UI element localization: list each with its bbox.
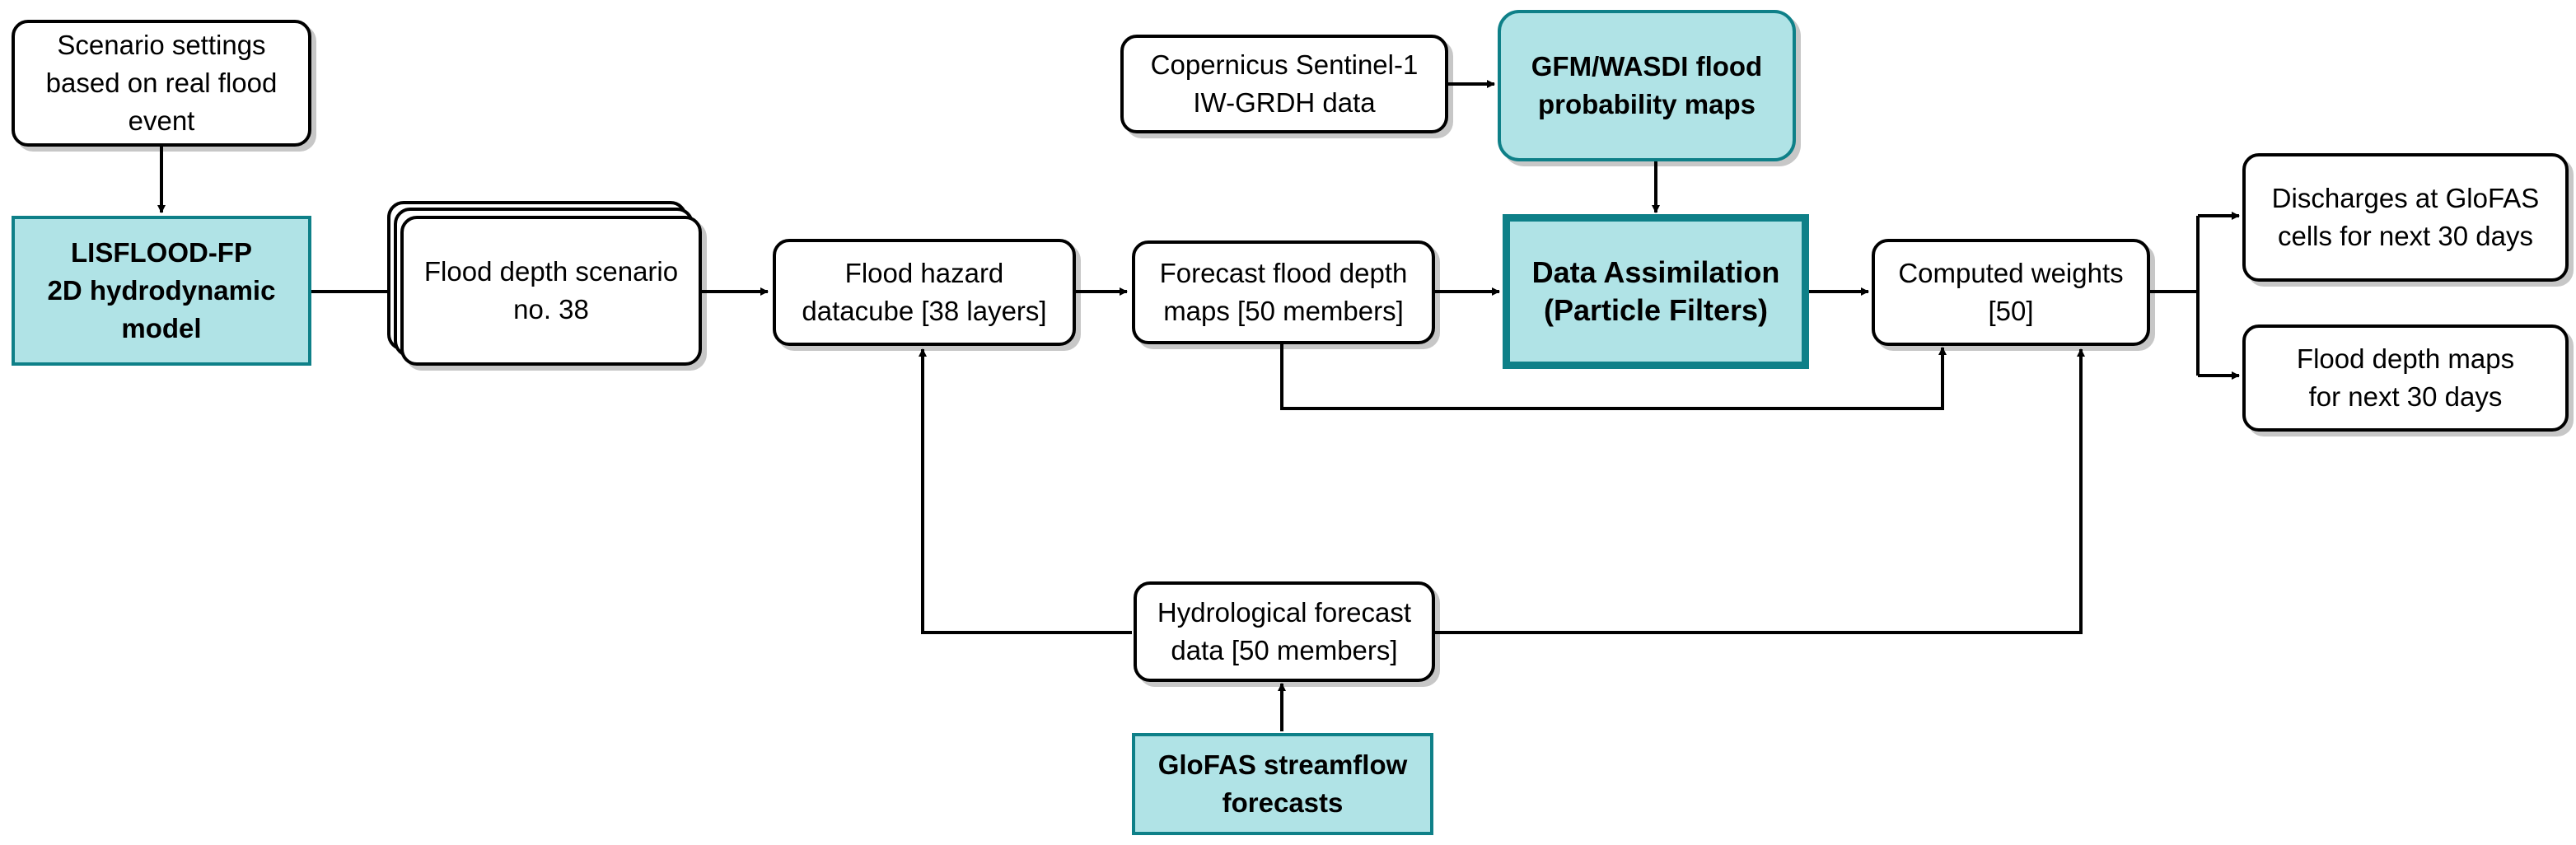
flood-depth-scenario-label: Flood depth scenario no. 38 — [423, 256, 679, 324]
computed-weights-box: Computed weights [50] — [1872, 239, 2150, 346]
forecast-flood-depth-label: Forecast flood depth maps [50 members] — [1159, 258, 1408, 326]
forecast-flood-depth-box: Forecast flood depth maps [50 members] — [1132, 240, 1435, 344]
discharges-box: Discharges at GloFAS cells for next 30 d… — [2242, 153, 2569, 282]
computed-weights-label: Computed weights [50] — [1898, 258, 2124, 326]
edge-hydro-to-weights — [1435, 348, 2085, 634]
hydrological-forecast-box: Hydrological forecast data [50 members] — [1134, 581, 1435, 682]
lisflood-model-box: LISFLOOD-FP 2D hydrodynamic model — [12, 216, 311, 366]
lisflood-model-label: LISFLOOD-FP 2D hydrodynamic model — [47, 237, 276, 343]
gfm-wasdi-box: GFM/WASDI flood probability maps — [1498, 10, 1796, 161]
sentinel-data-box: Copernicus Sentinel-1 IW-GRDH data — [1120, 35, 1448, 133]
flood-depth-maps-label: Flood depth maps for next 30 days — [2296, 343, 2515, 412]
flood-hazard-datacube-label: Flood hazard datacube [38 layers] — [802, 258, 1047, 326]
glofas-streamflow-label: GloFAS streamflow forecasts — [1157, 749, 1408, 818]
scenario-settings-label: Scenario settings based on real flood ev… — [45, 30, 278, 136]
hydrological-forecast-label: Hydrological forecast data [50 members] — [1157, 597, 1412, 665]
flood-depth-maps-box: Flood depth maps for next 30 days — [2242, 324, 2569, 432]
glofas-streamflow-box: GloFAS streamflow forecasts — [1132, 733, 1433, 835]
data-assimilation-box: Data Assimilation (Particle Filters) — [1503, 214, 1809, 369]
edges — [157, 80, 2240, 731]
flood-depth-scenario-box: Flood depth scenario no. 38 — [400, 216, 702, 366]
edge-forecast-to-weights — [1280, 344, 1947, 410]
gfm-wasdi-label: GFM/WASDI flood probability maps — [1531, 51, 1763, 119]
discharges-label: Discharges at GloFAS cells for next 30 d… — [2271, 183, 2540, 251]
sentinel-data-label: Copernicus Sentinel-1 IW-GRDH data — [1150, 49, 1419, 118]
scenario-settings-box: Scenario settings based on real flood ev… — [12, 20, 311, 147]
flood-hazard-datacube-box: Flood hazard datacube [38 layers] — [773, 239, 1076, 346]
edge-hydro-to-datacube — [919, 348, 1132, 634]
data-assimilation-label: Data Assimilation (Particle Filters) — [1531, 255, 1780, 327]
